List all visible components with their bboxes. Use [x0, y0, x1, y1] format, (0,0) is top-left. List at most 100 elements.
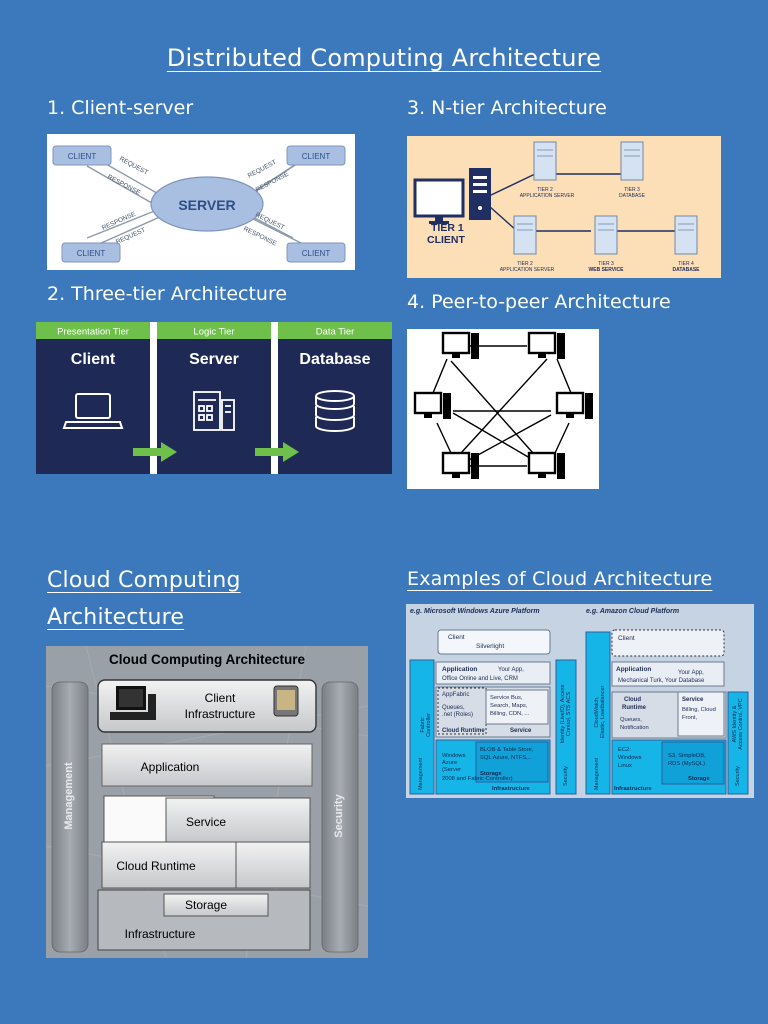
diagram-label: Infrastructure	[614, 786, 652, 792]
diagram-label: Client	[618, 635, 635, 642]
diagram-label: Client	[448, 634, 465, 641]
diagram-label: TIER 2	[517, 261, 533, 267]
cloud-title: Cloud Computing	[47, 568, 241, 593]
diagram-label: DATABASE	[619, 193, 646, 199]
diagram-label: Billing, Cloud	[682, 707, 716, 713]
diagram-label: CloudWatch,	[594, 696, 600, 728]
diagram-label: EC2:	[618, 747, 631, 753]
diagram-label: Mechanical Turk, Your Database	[618, 678, 705, 684]
client-label: CLIENT	[77, 249, 106, 258]
diagram-label: Service	[510, 728, 532, 734]
tier1-label: CLIENT	[427, 234, 466, 246]
diagram-label: Windows	[442, 753, 466, 759]
cloud-title: Architecture	[47, 605, 185, 630]
diagram-label: Infrastructure	[492, 786, 530, 792]
diagram-label: Control, STS ACS	[566, 692, 572, 736]
server-icon	[513, 141, 698, 255]
diagram-label: AppFabric	[442, 692, 469, 698]
peer-to-peer-diagram	[407, 329, 599, 489]
amazon-header: e.g. Amazon Cloud Platform	[586, 608, 679, 615]
diagram-label: Search, Maps,	[490, 703, 528, 709]
tier1-label: TIER 1	[431, 222, 464, 234]
diagram-label: Azure	[442, 760, 457, 766]
diagram-label: S3, SimpleDB,	[668, 753, 706, 759]
diagram-label: Access Control, VPC	[738, 698, 744, 749]
diagram-label: Application	[442, 666, 477, 673]
diagram-label: Billing, CDN, ...	[490, 711, 530, 717]
infrastructure-label: Infrastructure	[125, 927, 196, 941]
diagram-label: 2008 and Fabric Controller)	[442, 776, 513, 782]
client-label: Client	[205, 691, 236, 705]
diagram-label: TIER 3	[598, 261, 614, 267]
diagram-label: Application	[616, 666, 651, 673]
diagram-label: Management	[418, 757, 424, 790]
section-label-n-tier: 3. N-tier Architecture	[407, 97, 607, 119]
section-label-peer-to-peer: 4. Peer-to-peer Architecture	[407, 291, 671, 313]
diagram-label: BLOB & Table Store,	[480, 747, 534, 753]
tier-header: Presentation Tier	[57, 327, 129, 338]
infrastructure-label: Infrastructure	[185, 707, 256, 721]
diagram-label: TIER 3	[624, 187, 640, 193]
tier-name: Database	[299, 351, 370, 368]
diagram-label: TIER 2	[537, 187, 553, 193]
desktop-computer-icon	[413, 168, 491, 224]
diagram-label: Controller	[426, 713, 432, 737]
request-label: REQUEST	[247, 159, 278, 180]
computer-icon	[413, 331, 593, 479]
diagram-label: TIER 4	[678, 261, 694, 267]
diagram-label: APPLICATION SERVER	[500, 267, 555, 273]
diagram-label: APPLICATION SERVER	[520, 193, 575, 199]
diagram-label: DATABASE	[672, 267, 700, 273]
cloud-examples-diagram: e.g. Microsoft Windows Azure Platform e.…	[406, 604, 754, 798]
diagram-label: Elastic, Loadbalancer	[600, 686, 606, 739]
diagram-label: Office Online and Live, CRM	[442, 676, 518, 682]
examples-title: Examples of Cloud Architecture	[407, 568, 713, 590]
laptop-icon	[62, 393, 124, 429]
page-title: Distributed Computing Architecture	[166, 44, 602, 72]
client-server-diagram: SERVER CLIENT CLIENT CLIENT CLIENT REQUE…	[47, 134, 355, 270]
diagram-label: Your App,	[678, 670, 704, 676]
diagram-label: Management	[594, 757, 600, 790]
diagram-label: RDS (MySQL)	[668, 761, 705, 767]
diagram-label: Service	[682, 697, 704, 703]
section-label-three-tier: 2. Three-tier Architecture	[47, 283, 288, 305]
n-tier-diagram: TIER 1 CLIENT TIER 2 APPLICATION SERVER …	[407, 136, 721, 278]
diagram-label: Linux	[618, 763, 632, 769]
client-label: CLIENT	[68, 152, 97, 161]
section-label-client-server: 1. Client-server	[47, 97, 194, 119]
tier-name: Server	[189, 351, 239, 368]
arrow-icon	[133, 442, 299, 462]
diagram-label: Storage	[480, 771, 502, 777]
tier-name: Client	[71, 351, 116, 368]
diagram-label: Security	[563, 766, 569, 786]
diagram-label: Notification	[620, 725, 649, 731]
application-label: Application	[141, 760, 200, 774]
diagram-label: SQL Azure, NTFS,..	[480, 755, 531, 761]
diagram-label: Your App,	[498, 667, 524, 673]
diagram-label: Fabric	[420, 717, 426, 733]
azure-header: e.g. Microsoft Windows Azure Platform	[410, 608, 540, 615]
response-label: RESPONSE	[106, 174, 142, 197]
diagram-label: .net (Roles)	[442, 712, 473, 718]
diagram-label: Cloud Runtime	[442, 728, 485, 734]
diagram-label: Storage	[688, 776, 710, 782]
laptop-icon	[273, 685, 299, 717]
diagram-label: Runtime	[622, 705, 647, 711]
security-label: Security	[333, 793, 345, 837]
diagram-label: Identity (LiveID), Access	[560, 684, 566, 743]
diagram-label: (Server	[442, 767, 461, 773]
diagram-label: Security	[735, 766, 741, 786]
diagram-label: Queues,	[442, 705, 465, 711]
three-tier-diagram: Presentation Tier Logic Tier Data Tier C…	[36, 322, 392, 474]
diagram-label: Front,	[682, 715, 698, 721]
diagram-label: Windows	[618, 755, 642, 761]
tier-header: Data Tier	[316, 327, 355, 338]
client-label: CLIENT	[302, 249, 331, 258]
diagram-label: Queues,	[620, 717, 642, 723]
cloud-arch-title: Cloud Computing Architecture	[109, 652, 305, 667]
server-icon	[193, 391, 235, 431]
service-label: Service	[186, 815, 226, 829]
diagram-label: Cloud	[624, 697, 641, 703]
storage-label: Storage	[185, 898, 227, 912]
diagram-label: Service Bus,	[490, 695, 523, 701]
